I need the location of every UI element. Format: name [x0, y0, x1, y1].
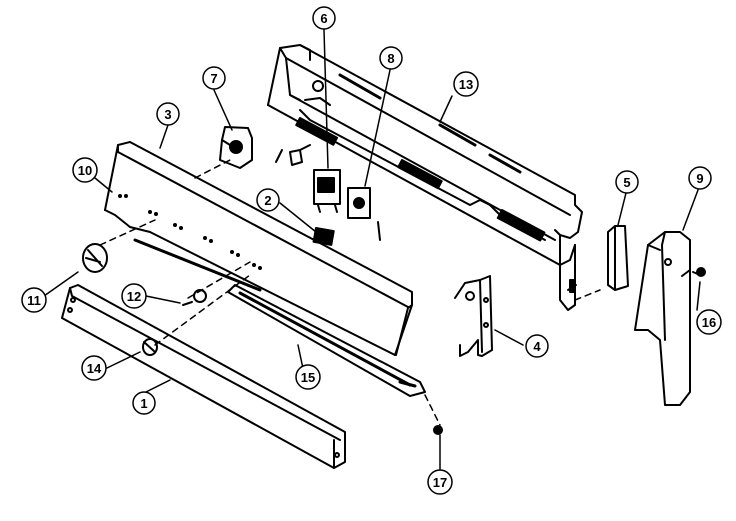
callout-9: 9 [688, 166, 712, 190]
part-3-control-panel [104, 141, 413, 356]
svg-text:14: 14 [87, 361, 102, 376]
part-2-component [312, 226, 335, 246]
part-16-screw [692, 267, 706, 277]
leader-lines [43, 29, 701, 471]
callout-2: 2 [256, 188, 280, 212]
svg-text:13: 13 [459, 77, 473, 92]
part-17-screw [433, 425, 443, 435]
callout-8: 8 [379, 46, 403, 70]
part-5-side-trim [607, 225, 629, 291]
svg-text:15: 15 [301, 370, 315, 385]
svg-text:17: 17 [433, 475, 447, 490]
part-12-screw [182, 289, 207, 306]
part-11-knob [82, 243, 108, 273]
svg-text:8: 8 [387, 51, 394, 66]
callout-15: 15 [295, 364, 321, 390]
callout-12: 12 [121, 283, 147, 309]
svg-text:16: 16 [702, 315, 716, 330]
callout-7: 7 [202, 66, 226, 90]
svg-text:11: 11 [27, 293, 41, 308]
svg-text:6: 6 [320, 11, 327, 26]
callout-6: 6 [312, 6, 336, 30]
part-13-backguard [267, 44, 583, 311]
callout-13: 13 [453, 71, 479, 97]
callouts: 1 2 3 4 5 6 7 8 [21, 6, 722, 495]
callout-17: 17 [427, 469, 453, 495]
callout-16: 16 [696, 309, 722, 335]
svg-text:7: 7 [210, 71, 217, 86]
part-4-bracket [454, 275, 493, 357]
callout-14: 14 [81, 355, 107, 381]
callout-10: 10 [72, 157, 98, 183]
part-7-switch [219, 126, 253, 169]
part-14-bushing [142, 338, 158, 356]
callout-11: 11 [21, 287, 47, 313]
assembly-lines [99, 159, 601, 426]
callout-5: 5 [615, 170, 639, 194]
part-15-rail [227, 284, 426, 397]
svg-text:12: 12 [127, 289, 141, 304]
svg-text:3: 3 [164, 107, 171, 122]
svg-text:10: 10 [78, 163, 92, 178]
callout-1: 1 [132, 391, 156, 415]
svg-text:1: 1 [140, 396, 147, 411]
svg-text:2: 2 [264, 193, 271, 208]
svg-text:4: 4 [533, 339, 541, 354]
part-8-switch [347, 187, 381, 241]
svg-text:9: 9 [696, 171, 703, 186]
part-9-end-cap [634, 231, 691, 406]
part-1-trim-panel [61, 284, 346, 469]
part-6-switch [313, 169, 341, 213]
callout-4: 4 [525, 334, 549, 358]
callout-3: 3 [156, 102, 180, 126]
svg-text:5: 5 [623, 175, 630, 190]
